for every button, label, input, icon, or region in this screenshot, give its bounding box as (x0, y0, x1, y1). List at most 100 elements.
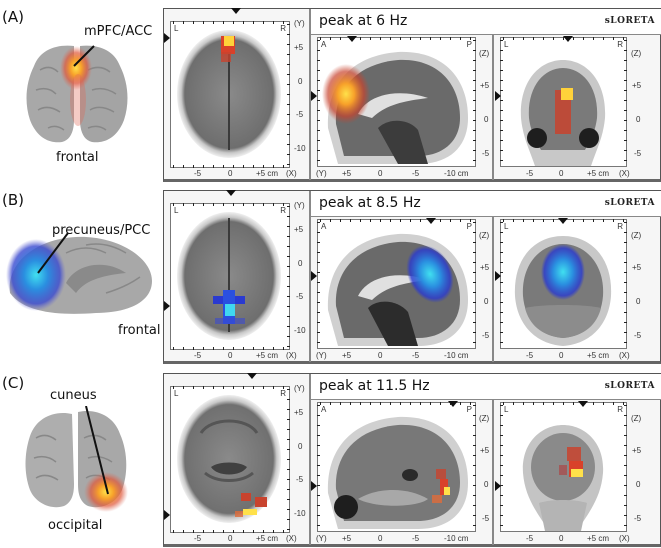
slice-marker-icon[interactable] (558, 218, 568, 224)
ticks (473, 405, 476, 529)
y-axis-label: (Y) (294, 201, 305, 210)
y-axis-label: (Y) (294, 384, 305, 393)
slice-marker-icon[interactable] (311, 481, 317, 491)
panel-a: (A) mPFC/ACC frontal peak at 6 Hz sLORET (0, 0, 661, 182)
sloreta-viewer: peak at 11.5 Hz sLORETA (163, 373, 661, 547)
region-label: mPFC/ACC (84, 24, 153, 39)
ticks (287, 206, 290, 347)
ticks (317, 40, 320, 164)
y-tick: -5 (412, 351, 420, 360)
y-axis-label: (Y) (316, 351, 327, 360)
coronal-view: L R (500, 402, 627, 532)
sagittal-view: A P (317, 37, 476, 167)
slice-marker-icon[interactable] (495, 481, 501, 491)
y-tick: +5 (294, 408, 304, 417)
z-tick: -5 (482, 514, 490, 523)
slice-marker-icon[interactable] (495, 271, 501, 281)
z-tick: -5 (634, 331, 642, 340)
ticks (173, 530, 287, 533)
slice-marker-icon[interactable] (563, 36, 573, 42)
z-tick: 0 (636, 297, 641, 306)
ticks (173, 203, 287, 206)
orientation-left: L (174, 24, 179, 33)
slice-marker-icon[interactable] (231, 8, 241, 14)
y-tick: 0 (298, 77, 303, 86)
z-tick: -5 (634, 149, 642, 158)
method-label: sLORETA (604, 381, 655, 391)
lobe-label: occipital (48, 518, 103, 533)
ticks (624, 405, 627, 529)
slice-marker-icon[interactable] (164, 33, 170, 43)
slice-marker-icon[interactable] (247, 373, 257, 379)
peak-frequency: peak at 6 Hz (319, 13, 408, 29)
orientation-left: A (321, 40, 327, 49)
x-tick: +5 cm (587, 534, 610, 543)
slice-marker-icon[interactable] (164, 510, 170, 520)
y-axis-label: (Y) (294, 19, 305, 28)
ticks (173, 386, 287, 389)
orientation-right: R (280, 206, 286, 215)
z-axis-label: (Z) (631, 231, 642, 240)
x-tick: +5 cm (587, 169, 610, 178)
ticks (320, 402, 473, 405)
z-tick: +5 (632, 446, 642, 455)
axial-view: L R (170, 386, 290, 533)
x-axis-label: (X) (619, 351, 630, 360)
orientation-right: R (280, 24, 286, 33)
slice-marker-icon[interactable] (495, 91, 501, 101)
x-axis-label: (X) (286, 534, 297, 543)
z-tick: -5 (482, 149, 490, 158)
x-tick: +5 cm (587, 351, 610, 360)
lobe-label: frontal (118, 323, 161, 338)
x-tick: -5 (194, 534, 202, 543)
x-tick: +5 cm (256, 534, 279, 543)
x-tick: -5 (526, 169, 534, 178)
y-tick: +5 (342, 534, 352, 543)
slice-marker-icon[interactable] (347, 36, 357, 42)
ticks (473, 222, 476, 346)
slice-marker-icon[interactable] (226, 190, 236, 196)
y-tick: +5 (294, 225, 304, 234)
divider (309, 191, 311, 362)
y-axis-label: (Y) (316, 169, 327, 178)
axial-view: L R (170, 203, 290, 350)
x-axis-label: (X) (286, 351, 297, 360)
slice-marker-icon[interactable] (578, 401, 588, 407)
divider (309, 374, 311, 545)
panel-c: (C) cuneus occipital peak at 11.5 Hz sLO… (0, 366, 661, 548)
x-tick: 0 (228, 534, 233, 543)
orientation-left: L (174, 389, 179, 398)
slice-marker-icon[interactable] (426, 218, 436, 224)
ticks (500, 222, 503, 346)
orientation-right: P (466, 40, 472, 49)
orientation-left: L (504, 405, 509, 414)
slice-marker-icon[interactable] (448, 401, 458, 407)
y-tick: 0 (378, 169, 383, 178)
z-tick: 0 (484, 480, 489, 489)
divider (309, 9, 311, 180)
y-tick: -5 (296, 110, 304, 119)
method-label: sLORETA (604, 198, 655, 208)
brain-3d-medial-view (6, 233, 156, 323)
orientation-left: A (321, 222, 327, 231)
slice-marker-icon[interactable] (164, 301, 170, 311)
z-axis-label: (Z) (479, 231, 490, 240)
x-tick: 0 (559, 169, 564, 178)
ticks (173, 21, 287, 24)
region-label: cuneus (50, 388, 97, 403)
z-tick: +5 (632, 81, 642, 90)
x-tick: +5 cm (256, 169, 279, 178)
z-tick: 0 (484, 297, 489, 306)
orientation-right: R (617, 40, 623, 49)
y-tick: -5 (296, 475, 304, 484)
z-axis-label: (Z) (479, 414, 490, 423)
slice-marker-icon[interactable] (311, 271, 317, 281)
z-tick: -5 (482, 331, 490, 340)
slice-marker-icon[interactable] (311, 91, 317, 101)
panel-b: (B) precuneus/PCC frontal peak at 8.5 Hz… (0, 183, 661, 365)
viewer-header: peak at 8.5 Hz sLORETA (311, 191, 661, 217)
ticks (473, 40, 476, 164)
orientation-right: R (617, 222, 623, 231)
orientation-right: P (466, 222, 472, 231)
x-tick: 0 (559, 534, 564, 543)
